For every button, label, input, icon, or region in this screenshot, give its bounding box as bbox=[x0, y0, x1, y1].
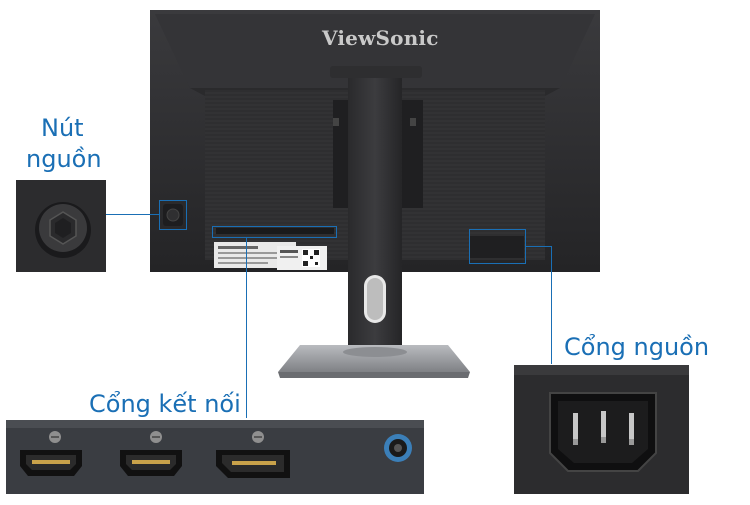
power-button-highlight bbox=[159, 200, 187, 230]
power-port-label: Cổng nguồn bbox=[564, 333, 710, 361]
power-button-icon bbox=[49, 211, 77, 245]
stand-neck bbox=[348, 70, 402, 355]
power-button-connector bbox=[106, 214, 160, 215]
power-button-label-line1: Nút bbox=[41, 114, 84, 142]
ports-label: Cổng kết nối bbox=[89, 390, 241, 418]
hdmi-port-icon bbox=[120, 450, 182, 476]
monitor-top-panel bbox=[155, 14, 595, 88]
power-port-connector-h bbox=[526, 246, 552, 247]
power-port-connector-v bbox=[551, 246, 552, 364]
ports-connector bbox=[246, 238, 247, 418]
power-button-closeup bbox=[16, 180, 106, 272]
hdmi-port-icon bbox=[20, 450, 82, 476]
power-port-highlight bbox=[469, 229, 526, 264]
qr-code-icon bbox=[302, 249, 320, 267]
audio-jack-icon bbox=[384, 434, 412, 462]
displayport-icon bbox=[216, 450, 290, 478]
brand-logo: ViewSonic bbox=[322, 26, 439, 50]
stand-base bbox=[278, 345, 470, 372]
power-button-label-line2: nguồn bbox=[26, 145, 102, 173]
iec-c14-socket-icon bbox=[549, 392, 657, 472]
ports-closeup bbox=[6, 420, 424, 494]
ports-highlight bbox=[212, 226, 337, 238]
power-port-closeup bbox=[514, 365, 689, 494]
